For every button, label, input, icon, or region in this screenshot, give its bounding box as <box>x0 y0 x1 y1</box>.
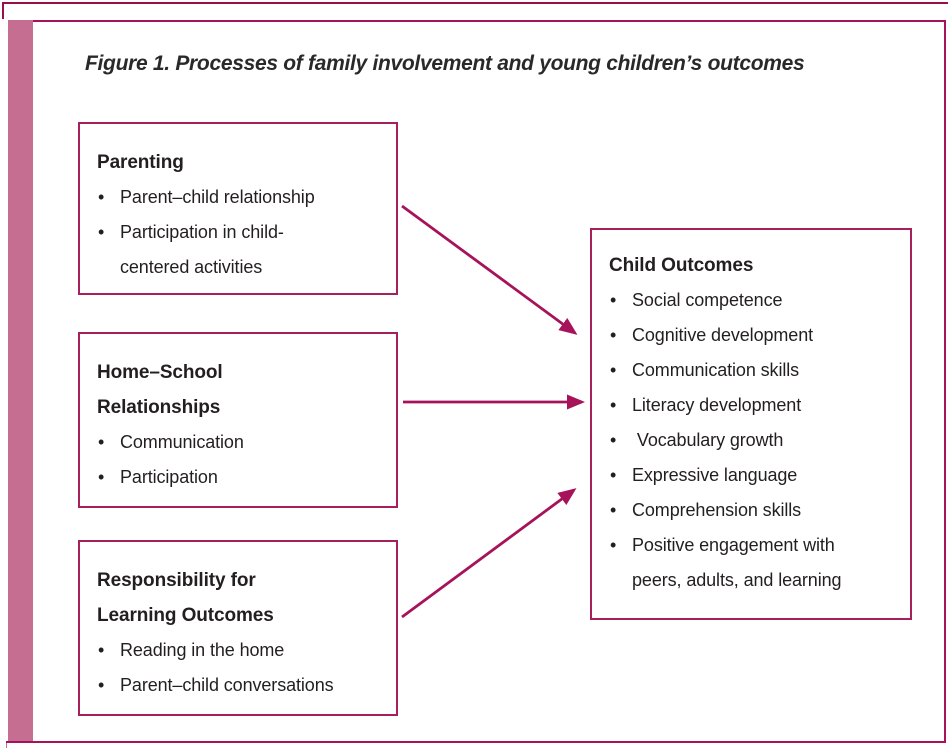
box-heading: Home–School Relationships <box>97 362 223 418</box>
top-rule-corner <box>2 2 4 19</box>
list-item: Comprehension skills <box>609 493 898 528</box>
list-item: Communication <box>97 425 384 460</box>
list-item: Reading in the home <box>97 633 384 668</box>
top-rule <box>2 2 948 4</box>
box-heading: Parenting <box>97 152 184 173</box>
list-item: Positive engagement with peers, adults, … <box>609 528 898 598</box>
figure-title: Figure 1. Processes of family involvemen… <box>85 52 805 75</box>
list-item: Expressive language <box>609 458 898 493</box>
box-list: Communication Participation <box>97 425 384 495</box>
bottom-rule-stub <box>6 743 7 748</box>
list-item: Vocabulary growth <box>609 423 898 458</box>
box-responsibility-learning: Responsibility for Learning Outcomes Rea… <box>78 540 398 716</box>
box-parenting: Parenting Parent–child relationship Part… <box>78 122 398 295</box>
list-item: Parent–child relationship <box>97 180 384 215</box>
list-item: Social competence <box>609 283 898 318</box>
box-child-outcomes: Child Outcomes Social competence Cogniti… <box>590 228 912 620</box>
list-item: Participation in child- centered activit… <box>97 215 384 285</box>
box-list: Reading in the home Parent–child convers… <box>97 633 384 703</box>
box-heading: Responsibility for Learning Outcomes <box>97 570 274 626</box>
box-list: Parent–child relationship Participation … <box>97 180 384 285</box>
side-accent-bar <box>8 20 33 741</box>
figure-frame <box>8 20 946 742</box>
box-heading: Child Outcomes <box>609 255 754 276</box>
list-item: Cognitive development <box>609 318 898 353</box>
bottom-rule <box>6 741 946 743</box>
box-list: Social competence Cognitive development … <box>609 283 898 598</box>
list-item: Parent–child conversations <box>97 668 384 703</box>
list-item: Participation <box>97 460 384 495</box>
list-item: Communication skills <box>609 353 898 388</box>
list-item: Literacy development <box>609 388 898 423</box>
box-home-school-relationships: Home–School Relationships Communication … <box>78 332 398 508</box>
